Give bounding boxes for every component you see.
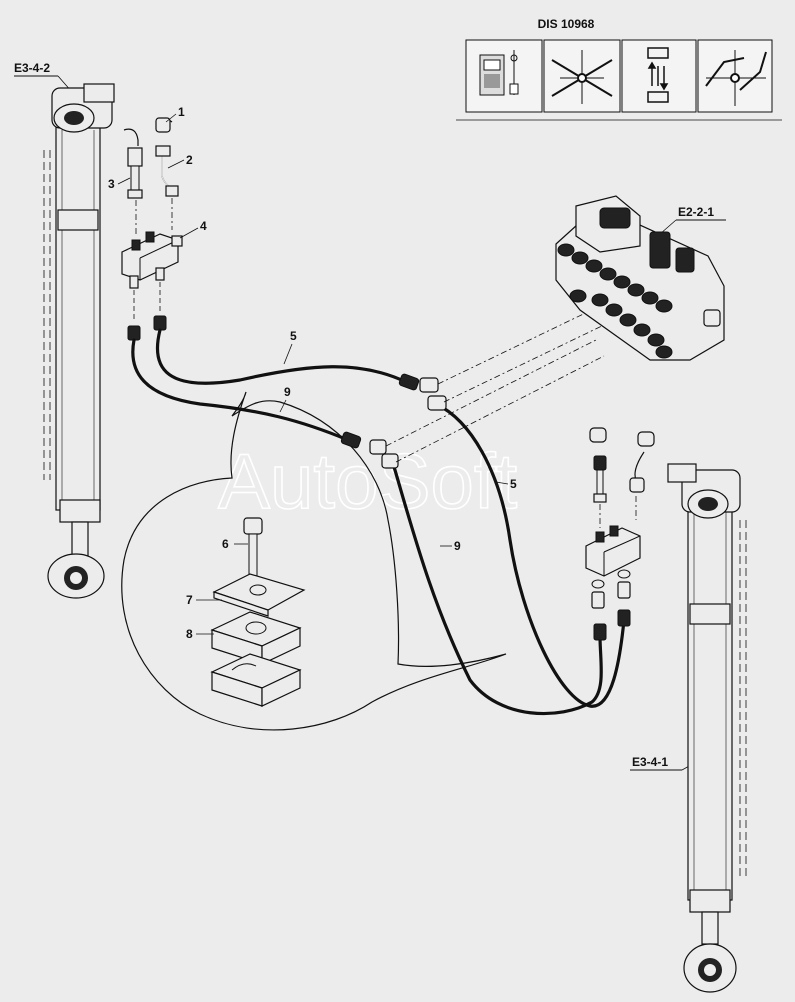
boom-arm-icon <box>705 50 767 106</box>
callout-6: 6 <box>222 537 229 551</box>
callout-4: 4 <box>200 219 207 233</box>
callout-9-top: 9 <box>284 385 291 399</box>
clamp-detail <box>210 517 306 707</box>
detail-bubble <box>121 391 507 731</box>
icon-panel-2 <box>543 39 621 113</box>
callout-8: 8 <box>186 627 193 641</box>
callout-7: 7 <box>186 593 193 607</box>
callout-9-right: 9 <box>454 539 461 553</box>
icon-panel-4 <box>697 39 773 113</box>
icon-panel-3 <box>621 39 697 113</box>
valve-block-ref: E2-2-1 <box>678 205 714 219</box>
callout-2: 2 <box>186 153 193 167</box>
callout-3: 3 <box>108 177 115 191</box>
hose-5-right <box>434 402 626 708</box>
operator-panel-icon <box>479 50 519 96</box>
valve-4-right <box>585 525 641 577</box>
cylinder-right-barrel <box>687 499 733 901</box>
hose-9-right <box>390 458 603 716</box>
valve-4-left <box>121 231 183 289</box>
callouts: 1 2 3 4 5 9 5 9 6 7 8 <box>108 105 517 641</box>
hose-9 <box>131 338 350 442</box>
cylinder-left-ref: E3-4-2 <box>14 61 50 75</box>
icon-panel-1 <box>465 39 543 113</box>
dis-header: DIS 10968 <box>456 17 782 121</box>
elbow-fitting-1a <box>123 128 139 146</box>
bolt-6-head <box>243 517 263 535</box>
hoses <box>131 305 626 716</box>
callout-5-right: 5 <box>510 477 517 491</box>
cylinder-left-barrel <box>55 119 101 511</box>
crossed-tools-icon <box>551 50 613 104</box>
cylinder-left: E3-4-2 <box>14 61 115 599</box>
left-fittings <box>121 117 183 341</box>
callout-1: 1 <box>178 105 185 119</box>
cylinder-right: E3-4-1 <box>630 463 747 993</box>
hose-5 <box>155 328 408 385</box>
right-fittings <box>585 427 655 641</box>
watermark: AutoSoft <box>218 437 518 525</box>
callout-5-top: 5 <box>290 329 297 343</box>
valve-block: E2-2-1 <box>555 195 726 361</box>
cylinder-right-ref: E3-4-1 <box>632 755 668 769</box>
dis-code: DIS 10968 <box>538 17 595 31</box>
vertical-arrows-icon <box>647 47 669 103</box>
